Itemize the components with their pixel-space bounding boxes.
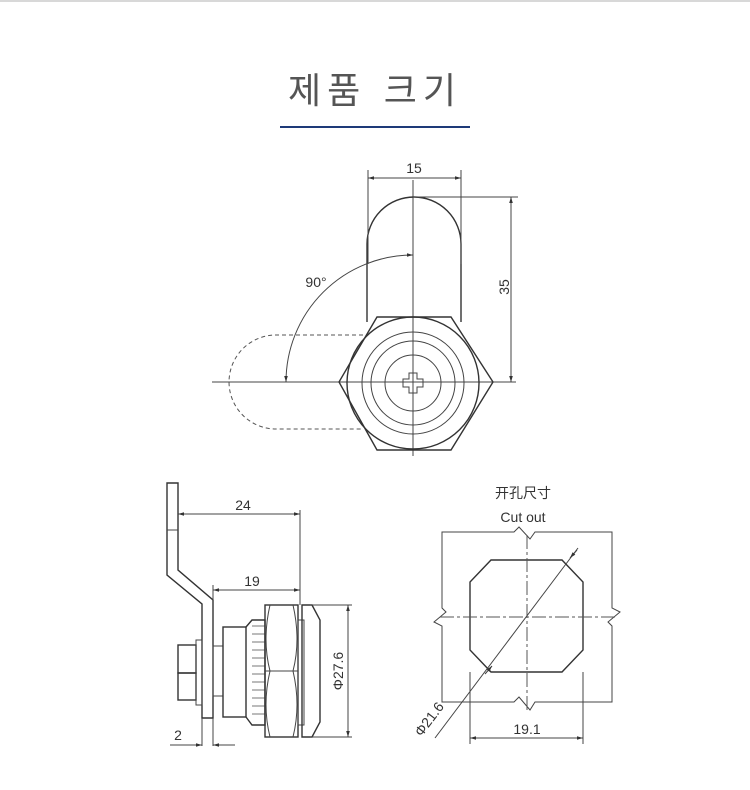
cutout-view: 开孔尺寸 Cut out Φ21.6 19.1 (411, 485, 621, 744)
thread-lines (252, 625, 265, 715)
front-view: 15 35 90° (212, 160, 518, 456)
title-underline (280, 126, 470, 128)
screw-nut (177, 644, 197, 674)
panel-outline (433, 526, 621, 711)
plate-thickness-dimension: 2 (174, 727, 182, 743)
outer-ring (346, 316, 480, 450)
flange (301, 604, 321, 738)
page-title: 제품 크기 (288, 71, 462, 112)
hex-nut (338, 316, 494, 451)
overall-length-dimension: 24 (235, 497, 251, 513)
screw-nut (177, 672, 197, 701)
cam-arm-rotated (228, 334, 363, 430)
washer (195, 639, 203, 706)
cam-bracket (166, 482, 214, 719)
flange-diameter-dimension: Φ27.6 (330, 652, 346, 691)
cutout-title-en: Cut out (500, 509, 545, 525)
ring (370, 340, 456, 426)
ring (361, 331, 465, 435)
screw-head (384, 354, 442, 412)
shaft (212, 645, 224, 697)
body-length-dimension: 19 (244, 573, 260, 589)
thread (297, 619, 305, 726)
top-divider (0, 0, 750, 2)
cutout-width-dimension: 19.1 (513, 721, 540, 737)
cutout-shape (469, 559, 584, 673)
lock-body (222, 626, 247, 718)
cutout-title-cn: 开孔尺寸 (495, 485, 551, 501)
thread (245, 619, 266, 726)
cutout-diameter-dimension: Φ21.6 (411, 699, 447, 739)
side-view: 24 19 Φ27.6 2 (166, 482, 352, 747)
height-dimension: 35 (496, 279, 512, 295)
angle-dimension: 90° (305, 274, 326, 290)
width-dimension: 15 (406, 160, 422, 176)
